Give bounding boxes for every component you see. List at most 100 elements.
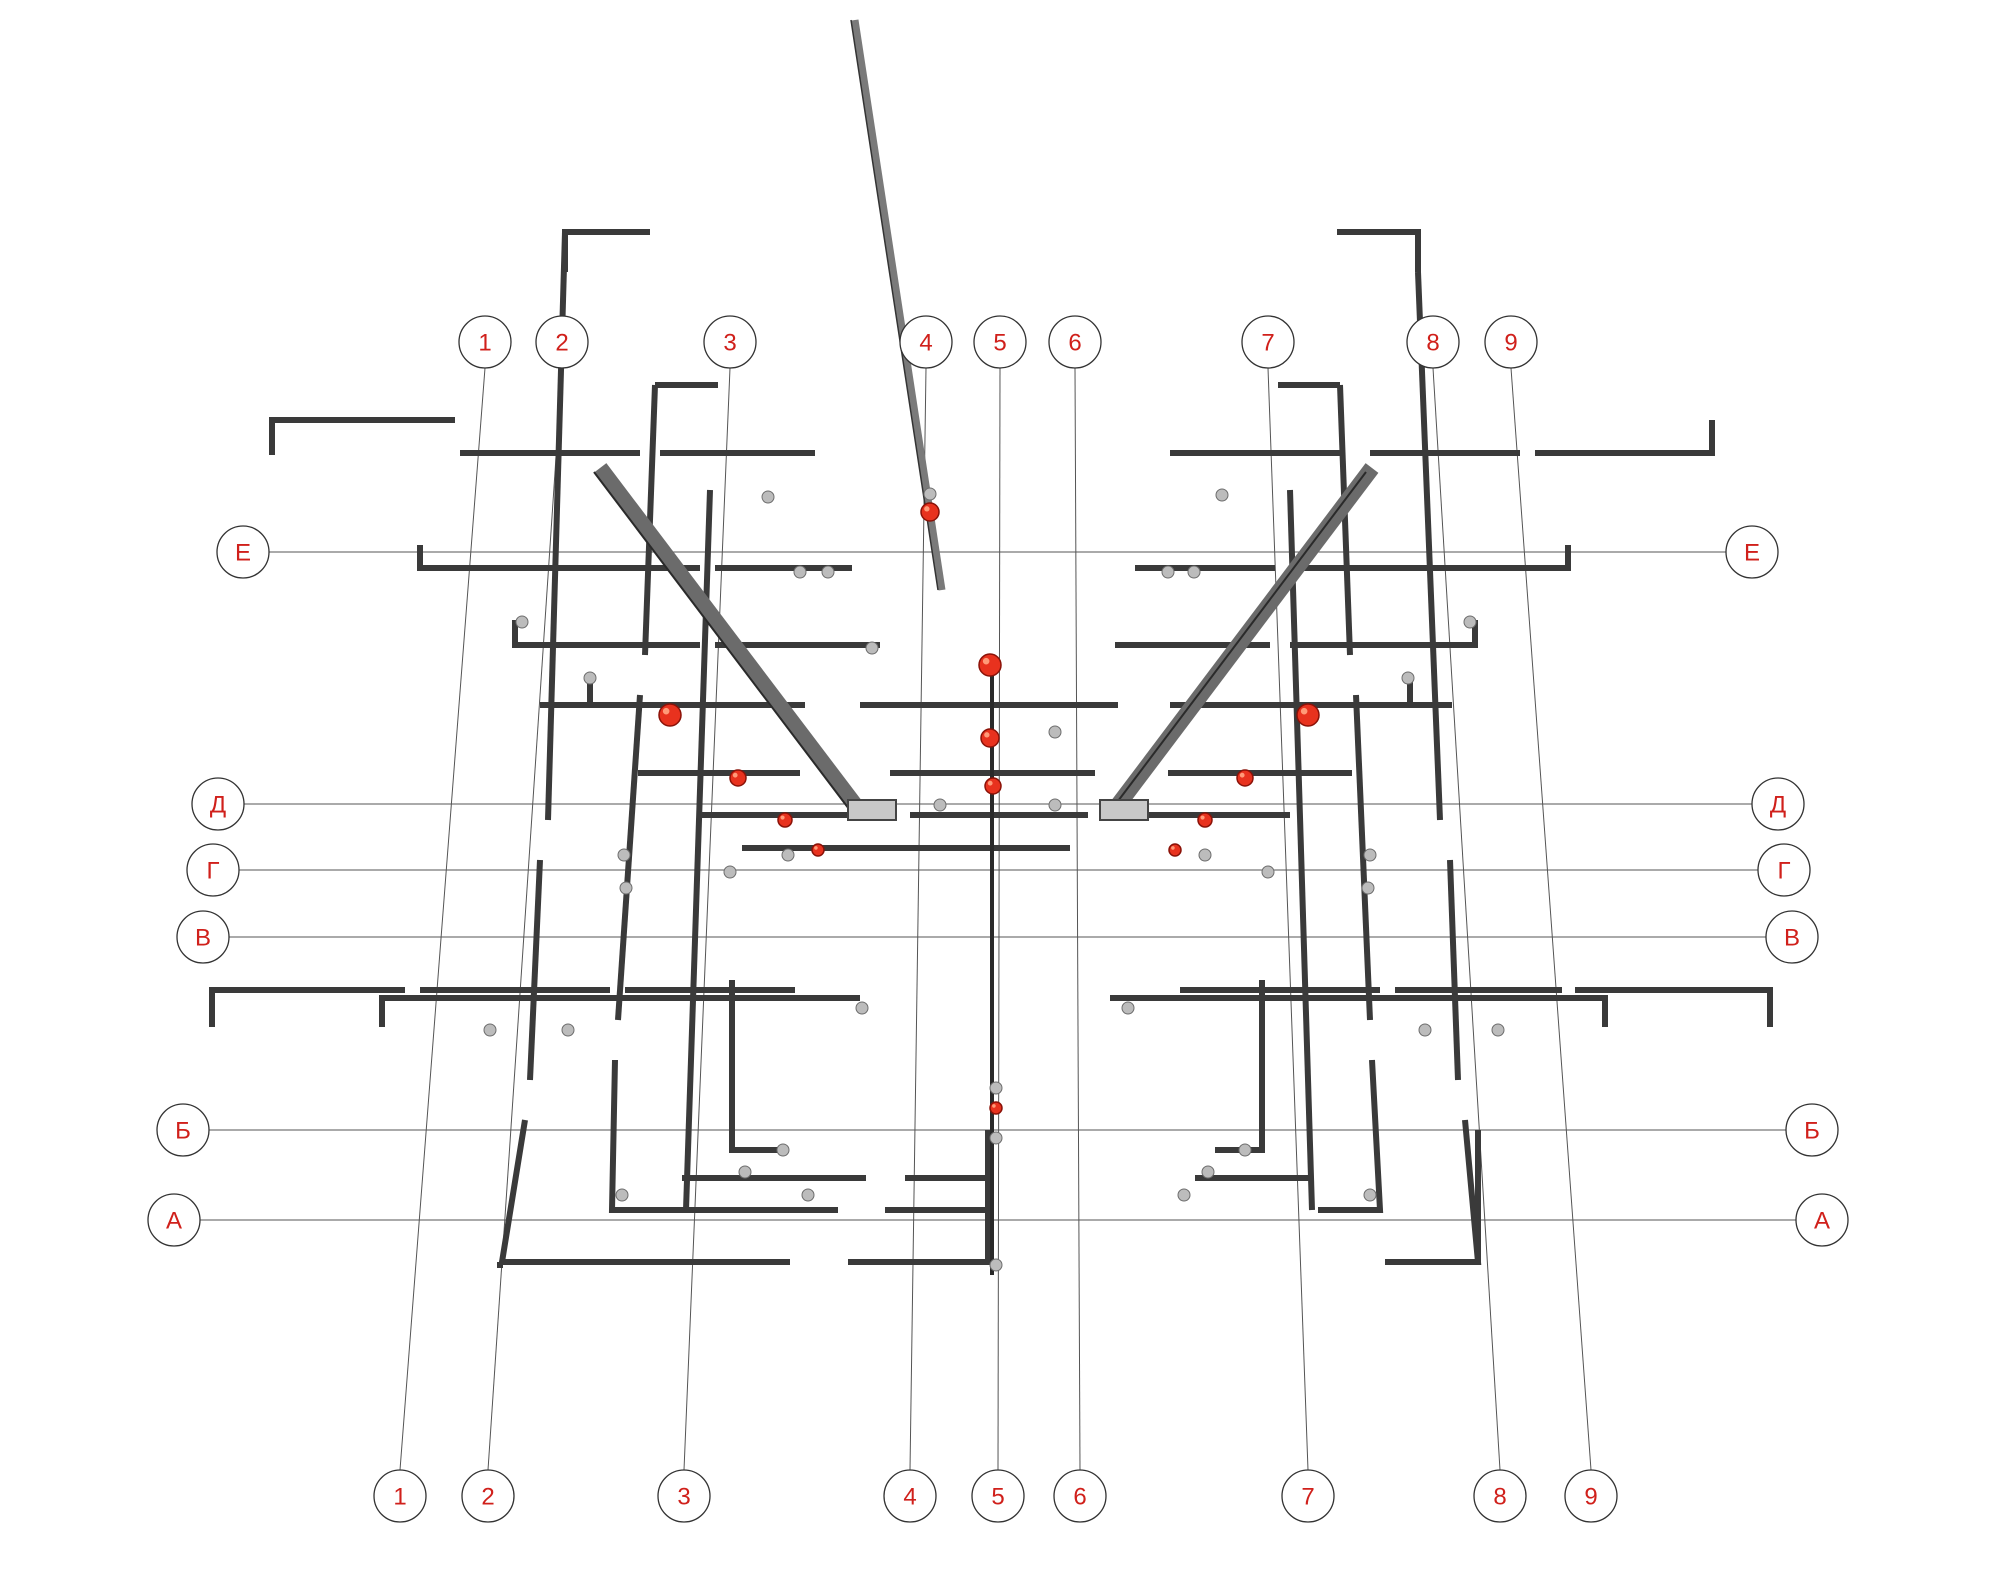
axis-marker-circle [458, 315, 512, 369]
structure-node [723, 865, 737, 879]
column-marker-top-9: 9 [1484, 315, 1538, 369]
column-marker-top-1: 1 [458, 315, 512, 369]
axis-marker-circle [191, 777, 245, 831]
row-marker-left: В [176, 910, 230, 964]
structure-node [1215, 488, 1229, 502]
structure-node [561, 1023, 575, 1037]
structure-node [1361, 881, 1375, 895]
axis-marker-circle [1406, 315, 1460, 369]
axis-marker-label: 8 [1426, 330, 1439, 357]
wall-segment [527, 859, 543, 1081]
structure-node [1363, 1188, 1377, 1202]
column-axis-line-1 [399, 367, 486, 1471]
axis-marker-label: 3 [723, 330, 736, 357]
inclined-pole-edge [850, 19, 939, 591]
structure-node [1198, 848, 1212, 862]
structure-node [483, 1023, 497, 1037]
axis-marker-label: 2 [481, 1484, 494, 1511]
wall-segment [209, 987, 405, 1027]
axis-marker-circle [971, 1469, 1025, 1523]
axis-marker-label: Д [210, 792, 226, 819]
wall-segment [1535, 420, 1715, 456]
axis-marker-circle [156, 1103, 210, 1157]
wall-segment [1290, 620, 1478, 648]
structure-node [1048, 798, 1062, 812]
axis-marker-label: 9 [1504, 330, 1517, 357]
structure-node [933, 798, 947, 812]
highlighted-node [984, 777, 1002, 795]
axis-marker-circle [1484, 315, 1538, 369]
axis-marker-circle [176, 910, 230, 964]
axis-marker-circle [147, 1193, 201, 1247]
highlighted-node-shine [662, 707, 670, 715]
axis-marker-label: А [166, 1208, 182, 1235]
column-axis-line-2 [487, 367, 563, 1471]
axis-marker-label: 1 [478, 330, 491, 357]
axis-marker-label: 2 [555, 330, 568, 357]
highlighted-node [920, 502, 940, 522]
wall-segment [512, 620, 700, 648]
structure-node [781, 848, 795, 862]
axis-marker-label: Б [175, 1118, 191, 1145]
row-marker-right: А [1795, 1193, 1849, 1247]
row-marker-right: В [1765, 910, 1819, 964]
axis-marker-circle [1765, 910, 1819, 964]
structure-node [1201, 1165, 1215, 1179]
structure-node [865, 641, 879, 655]
wall-segment [1385, 1130, 1481, 1265]
axis-marker-circle [216, 525, 270, 579]
column-axis-line-9 [1510, 367, 1592, 1471]
wall-segment [1287, 489, 1315, 1211]
column-marker-top-4: 4 [899, 315, 953, 369]
structure-node [801, 1188, 815, 1202]
axis-marker-circle [1757, 843, 1811, 897]
column-marker-bottom-2: 2 [461, 1469, 515, 1523]
structure-node [1401, 671, 1415, 685]
axis-marker-circle [373, 1469, 427, 1523]
axis-lines [200, 367, 1796, 1471]
structure-node [989, 1258, 1003, 1272]
axis-marker-label: В [195, 925, 211, 952]
axis-marker-circle [186, 843, 240, 897]
column-marker-bottom-1: 1 [373, 1469, 427, 1523]
axis-marker-label: Е [235, 540, 251, 567]
axis-marker-label: 4 [903, 1484, 916, 1511]
highlighted-node-shine [732, 772, 738, 778]
highlighted-node [978, 653, 1002, 677]
axis-marker-circle [1795, 1193, 1849, 1247]
base-plate [847, 799, 897, 821]
row-marker-right: Е [1725, 525, 1779, 579]
column-marker-bottom-5: 5 [971, 1469, 1025, 1523]
diagonal-beam [593, 463, 862, 810]
column-marker-top-7: 7 [1241, 315, 1295, 369]
column-marker-bottom-7: 7 [1281, 1469, 1335, 1523]
highlighted-node [811, 843, 825, 857]
structure-node [583, 671, 597, 685]
axis-marker-circle [899, 315, 953, 369]
highlighted-node [1168, 843, 1182, 857]
column-marker-bottom-4: 4 [883, 1469, 937, 1523]
row-marker-right: Б [1785, 1103, 1839, 1157]
structure-node [617, 848, 631, 862]
highlighted-node [729, 769, 747, 787]
axis-marker-label: Е [1744, 540, 1760, 567]
structure-node [1363, 848, 1377, 862]
highlighted-node [980, 728, 1000, 748]
wall-segment [379, 995, 860, 1027]
axis-marker-circle [1785, 1103, 1839, 1157]
wall-segment [608, 1059, 838, 1213]
axis-marker-circle [973, 315, 1027, 369]
structure-node [1048, 725, 1062, 739]
structure-node [1463, 615, 1477, 629]
wall-segment [1353, 694, 1373, 1021]
structure-node [1187, 565, 1201, 579]
axis-marker-label: 6 [1073, 1484, 1086, 1511]
structure-node [1261, 865, 1275, 879]
axis-marker-label: 9 [1584, 1484, 1597, 1511]
row-marker-right: Д [1751, 777, 1805, 831]
axis-marker-label: 6 [1068, 330, 1081, 357]
